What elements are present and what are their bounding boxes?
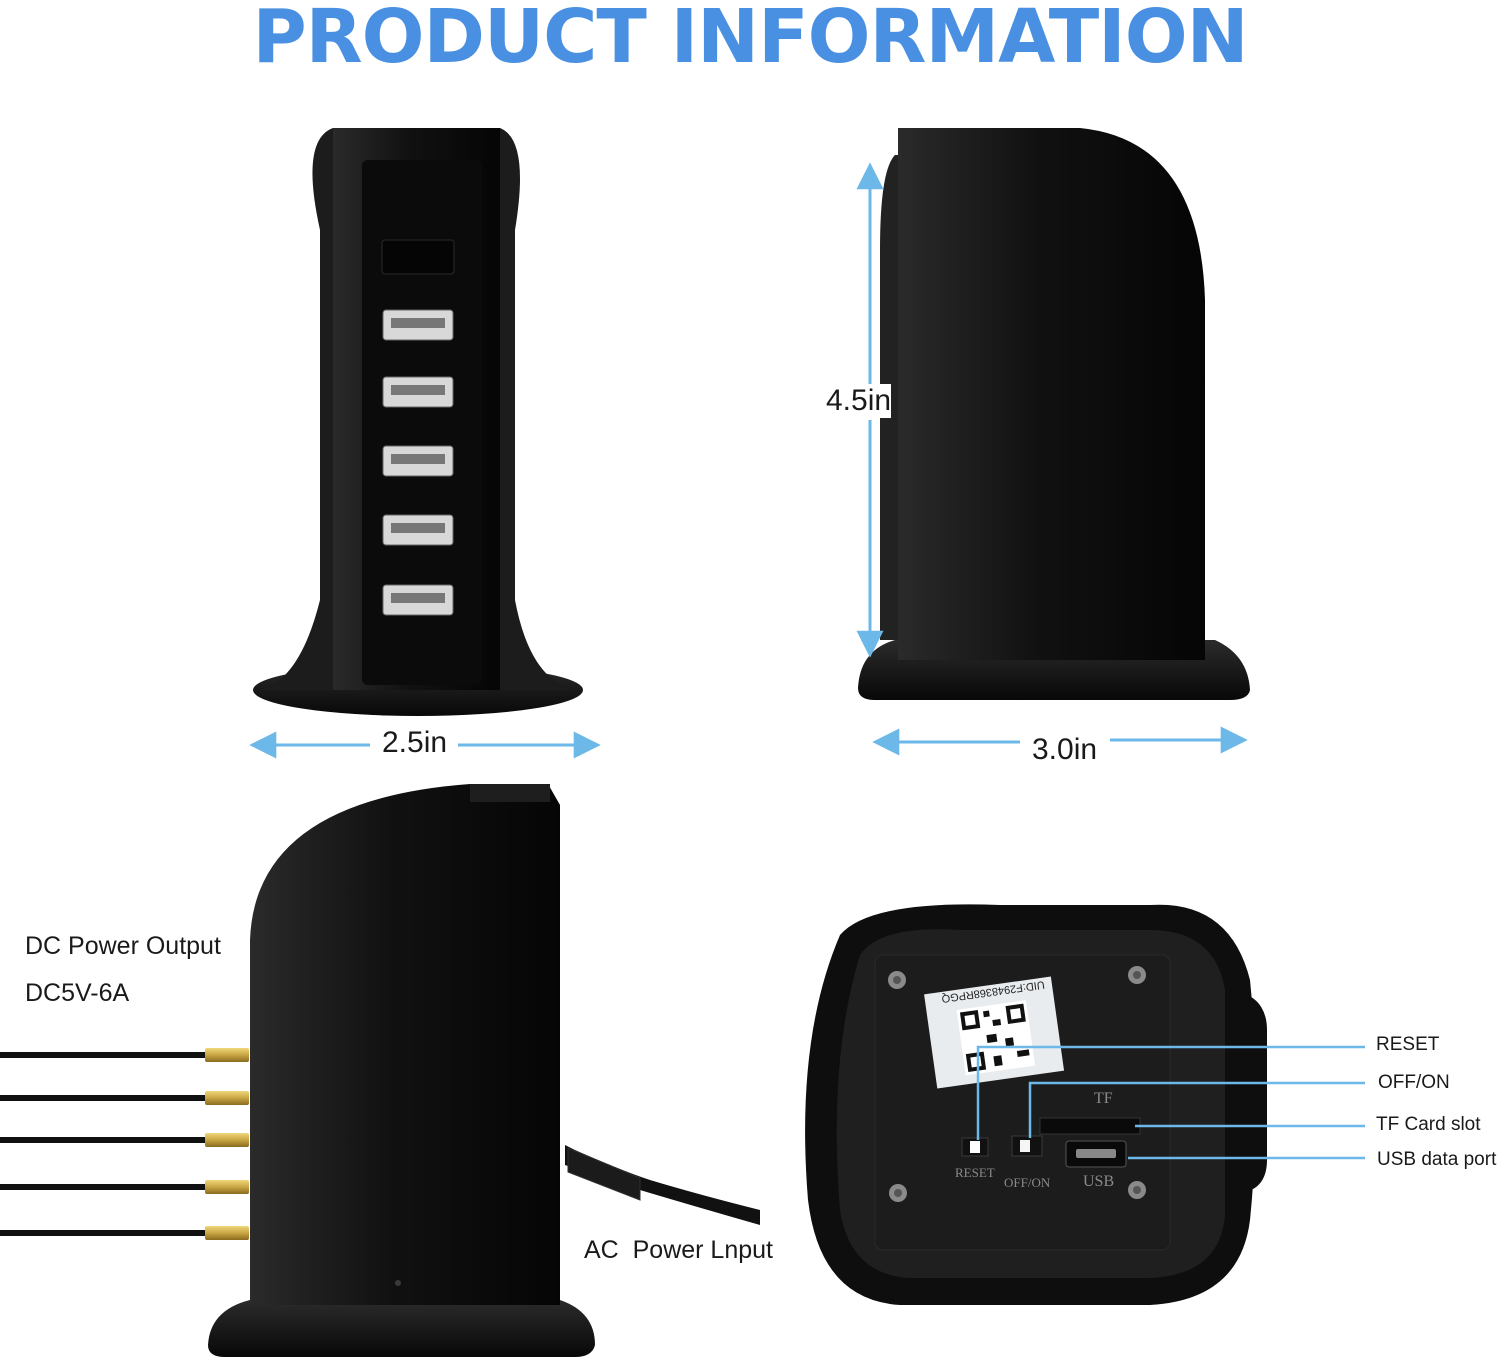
ac-input-label: AC Power Lnput xyxy=(584,1236,773,1264)
bottom-handle xyxy=(1170,993,1267,1192)
embossed-onoff: OFF/ON xyxy=(1004,1175,1051,1190)
front-right-wing xyxy=(500,128,575,690)
callout-tf-card: TF Card slot xyxy=(1376,1114,1481,1135)
embossed-tf: TF xyxy=(1094,1090,1113,1107)
screw-icon xyxy=(1128,966,1146,984)
depth-label: 3.0in xyxy=(1032,733,1098,766)
ac-input-cable xyxy=(565,1145,760,1225)
cable-view xyxy=(0,784,760,1357)
dc-cable xyxy=(0,1091,249,1105)
usb-port-icon xyxy=(382,309,454,341)
front-view xyxy=(249,128,601,759)
dc-cable xyxy=(0,1226,249,1240)
screw-icon xyxy=(889,1184,907,1202)
embossed-usb: USB xyxy=(1083,1173,1115,1190)
screw-icon xyxy=(1128,1181,1146,1199)
embossed-reset: RESET xyxy=(955,1165,995,1180)
callout-usb-port: USB data port xyxy=(1377,1149,1497,1170)
rear-top-cap xyxy=(470,784,550,802)
dc-output-cables xyxy=(0,1048,249,1240)
callout-onoff: OFF/ON xyxy=(1378,1072,1450,1093)
height-label: 4.5in xyxy=(826,384,892,418)
usb-port-icon xyxy=(382,514,454,546)
usb-port-icon xyxy=(382,445,454,477)
usb-port-stack xyxy=(382,309,454,616)
tf-card-slot xyxy=(1039,1117,1141,1135)
rear-base xyxy=(208,1300,595,1357)
power-switch-icon xyxy=(1011,1135,1043,1157)
reset-button-icon xyxy=(961,1137,989,1157)
dc-cable xyxy=(0,1180,249,1194)
callout-reset: RESET xyxy=(1376,1034,1440,1055)
callout-lines xyxy=(976,1045,1365,1160)
side-body xyxy=(898,128,1205,660)
bottom-view xyxy=(805,904,1365,1305)
screw-icon xyxy=(888,971,906,989)
qr-code-icon xyxy=(956,1000,1036,1076)
display-window xyxy=(381,239,455,275)
front-left-wing xyxy=(260,128,333,690)
dc-cable xyxy=(0,1048,249,1062)
side-view xyxy=(856,128,1250,756)
dc-cable xyxy=(0,1133,249,1147)
page-title: PRODUCT INFORMATION xyxy=(252,0,1248,80)
usb-port-icon xyxy=(382,376,454,408)
qr-label xyxy=(924,976,1065,1089)
usb-port-icon xyxy=(382,584,454,616)
microphone-hole-icon xyxy=(395,1280,401,1286)
dc-output-spec: DC5V-6A xyxy=(25,979,130,1007)
width-label: 2.5in xyxy=(382,726,448,759)
rear-body xyxy=(250,784,560,1305)
front-panel xyxy=(362,160,482,685)
dc-output-title: DC Power Output xyxy=(25,932,221,960)
